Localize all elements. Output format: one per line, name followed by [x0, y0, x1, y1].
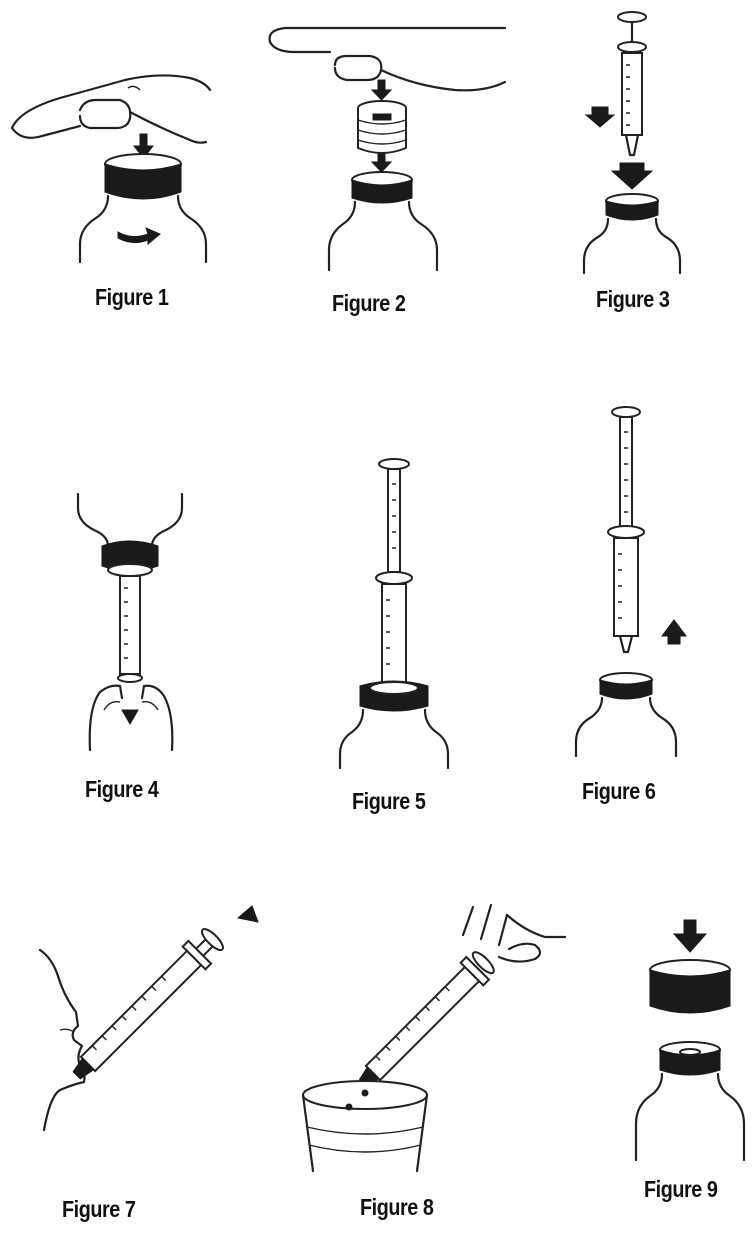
figure-7-illustration [30, 900, 270, 1180]
figure-5-caption: Figure 5 [352, 788, 426, 815]
figure-1-caption: Figure 1 [95, 284, 169, 311]
figure-9-illustration [620, 920, 756, 1170]
figure-3-illustration [560, 5, 730, 275]
figure-3-caption: Figure 3 [596, 286, 670, 313]
figure-2-caption: Figure 2 [332, 290, 406, 317]
figure-9-caption: Figure 9 [644, 1176, 718, 1203]
figure-5-illustration [330, 450, 460, 770]
figure-6-caption: Figure 6 [582, 778, 656, 805]
figure-8-illustration [295, 895, 580, 1175]
figure-6-illustration [570, 400, 710, 760]
figure-4-illustration [60, 478, 200, 758]
figure-7-caption: Figure 7 [62, 1196, 136, 1223]
figure-2-illustration [255, 20, 525, 280]
figure-4-caption: Figure 4 [85, 776, 159, 803]
figure-8-caption: Figure 8 [360, 1194, 434, 1221]
figure-1-illustration [0, 0, 240, 270]
